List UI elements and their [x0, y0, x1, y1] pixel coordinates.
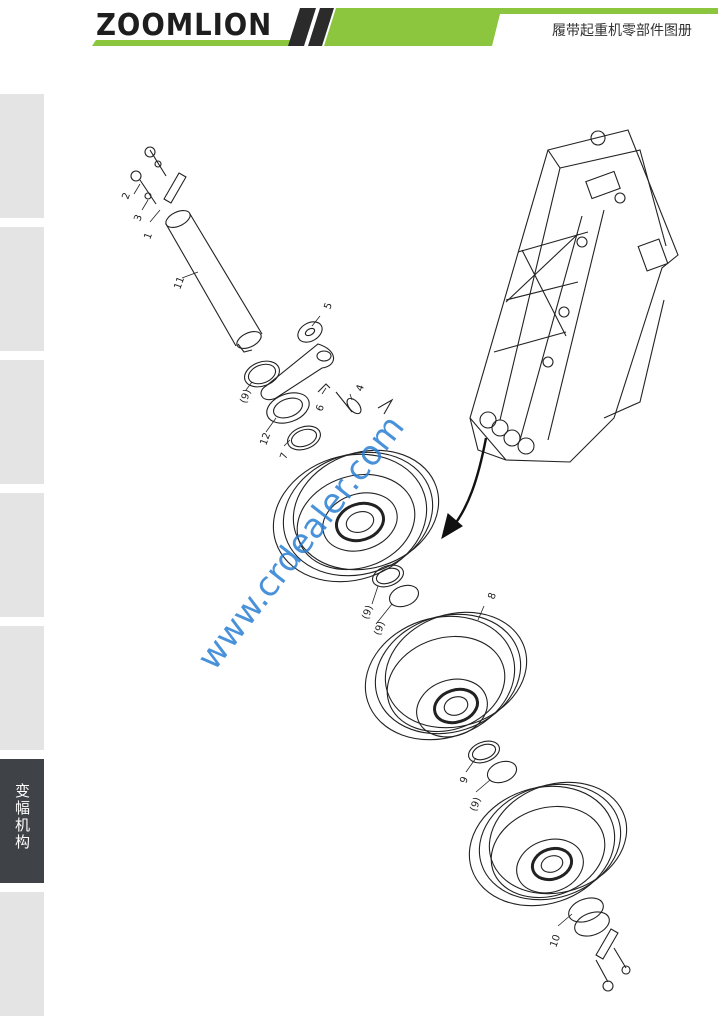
- arrow-head: [441, 513, 463, 540]
- spacer-ring: [287, 425, 321, 451]
- end-sleeve: [568, 897, 604, 923]
- spacer-ring: [244, 360, 280, 388]
- pin-shaft: [165, 210, 263, 353]
- header-banner: [92, 8, 718, 46]
- sheave-lower: [468, 781, 628, 907]
- seal-ring: [266, 392, 310, 424]
- callout-9b: (9): [360, 604, 375, 621]
- catalog-title: 履带起重机零部件图册: [552, 23, 692, 39]
- boom-frame: [469, 129, 679, 463]
- chapter-tab-2[interactable]: [0, 227, 44, 355]
- callout-9d: 9: [458, 775, 471, 785]
- chapter-tab-5[interactable]: [0, 626, 44, 754]
- leader-lines: [133, 183, 573, 927]
- callout-5: 5: [322, 301, 335, 311]
- page-header: ZOOMLION 履带起重机零部件图册: [0, 0, 726, 64]
- watermark: www.crdealer.com: [190, 408, 413, 678]
- callout-7: 7: [278, 451, 291, 461]
- callout-2: 2: [120, 191, 133, 201]
- callout-8: 8: [486, 591, 499, 601]
- chapter-tab-luffing[interactable]: 变幅机构: [0, 759, 44, 887]
- callout-12: 12: [258, 431, 273, 447]
- bolt-set-bottom: [595, 928, 631, 992]
- callout-6: 6: [314, 403, 327, 413]
- chapter-tab-label: 变幅机构: [13, 783, 31, 851]
- sheave-middle: [364, 611, 528, 741]
- chapter-tab-4[interactable]: [0, 493, 44, 621]
- callout-9e: (9): [468, 796, 483, 813]
- callout-4: 4: [354, 383, 367, 393]
- chapter-tab-1[interactable]: [0, 94, 44, 222]
- callout-3: 3: [132, 213, 145, 223]
- callout-9c: (9): [372, 620, 387, 637]
- exploded-parts-drawing: 1 2 3 11 5 4 6 (9) 12 7 8 (9) (9) 9 (9) …: [120, 129, 679, 992]
- callout-10: 10: [548, 933, 563, 949]
- chapter-tab-7[interactable]: [0, 892, 44, 1020]
- callout-9a: (9): [238, 388, 253, 405]
- callout-1: 1: [142, 231, 155, 241]
- zoomlion-logo: ZOOMLION: [96, 8, 273, 43]
- chapter-tab-3[interactable]: [0, 360, 44, 488]
- bolt-set-top: [130, 146, 187, 205]
- callout-11: 11: [172, 275, 187, 291]
